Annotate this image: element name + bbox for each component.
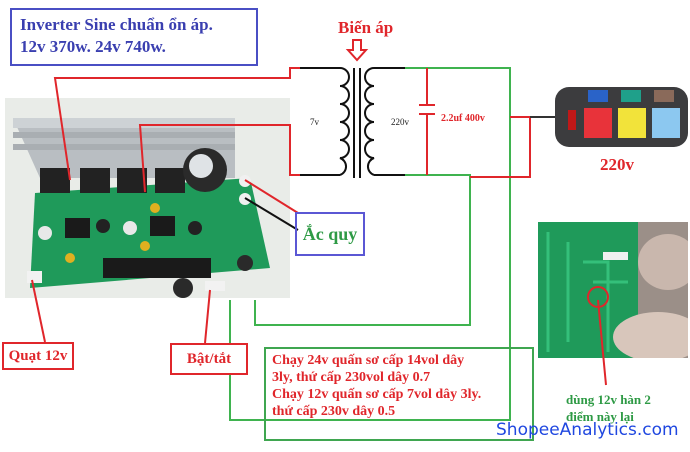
solder-note-line-1: dùng 12v hàn 2 — [566, 392, 651, 407]
small-socket — [621, 90, 641, 102]
switch-label: Bật/tắt — [186, 350, 232, 367]
socket-yellow — [618, 108, 646, 138]
switch-label-box: Bật/tắt — [170, 343, 248, 375]
small-socket — [654, 90, 674, 102]
title-box: Inverter Sine chuẩn ổn áp. 12v 370w. 24v… — [10, 8, 258, 66]
primary-voltage-label: 7v — [310, 117, 319, 127]
fan-label: Quạt 12v — [8, 347, 68, 364]
solder-note: dùng 12v hàn 2 điểm này lại — [566, 391, 651, 425]
fan-label-box: Quạt 12v — [2, 342, 74, 370]
switch-wire-2 — [254, 174, 471, 326]
socket-blue — [652, 108, 680, 138]
title-line-1: Inverter Sine chuẩn ổn áp. — [20, 15, 213, 34]
solder-point-photo — [538, 222, 688, 358]
inverter-board-photo — [5, 98, 290, 298]
winding-notes-box: Chạy 24v quấn sơ cấp 14vol dây 3ly, thứ … — [264, 347, 534, 441]
note-line-4: thứ cấp 230v dây 0.5 — [272, 404, 396, 419]
battery-negative-wire — [244, 197, 299, 231]
power-switch — [568, 110, 576, 130]
battery-label: Ắc quy — [302, 223, 358, 244]
transformer-label: Biến áp — [338, 18, 394, 37]
note-line-3: Chạy 12v quấn sơ cấp 7vol dây 3ly. — [272, 387, 482, 402]
switch-lead — [204, 289, 211, 344]
arrow-down-icon — [345, 39, 369, 62]
transformer-symbol — [300, 67, 405, 178]
small-socket — [588, 90, 608, 102]
battery-label-box: Ắc quy — [295, 212, 365, 256]
output-wire — [470, 116, 531, 178]
output-voltage-label: 220v — [600, 155, 634, 174]
note-line-1: Chạy 24v quấn sơ cấp 14vol dây — [272, 353, 465, 368]
power-strip — [555, 87, 688, 147]
solder-note-line-2: điểm này lại — [566, 409, 634, 424]
secondary-voltage-label: 220v — [391, 117, 409, 127]
solder-point-pointer — [597, 299, 607, 386]
battery-positive-wire — [244, 179, 299, 214]
note-line-2: 3ly, thứ cấp 230vol dây 0.7 — [272, 370, 431, 385]
switch-wire — [229, 67, 511, 421]
fan-wire — [31, 279, 46, 343]
socket-red — [584, 108, 612, 138]
watermark: ShopeeAnalytics.com — [496, 420, 679, 440]
capacitor-label: 2.2uf 400v — [441, 113, 485, 124]
title-line-2: 12v 370w. 24v 740w. — [20, 37, 166, 56]
primary-wire-bottom — [138, 124, 340, 193]
